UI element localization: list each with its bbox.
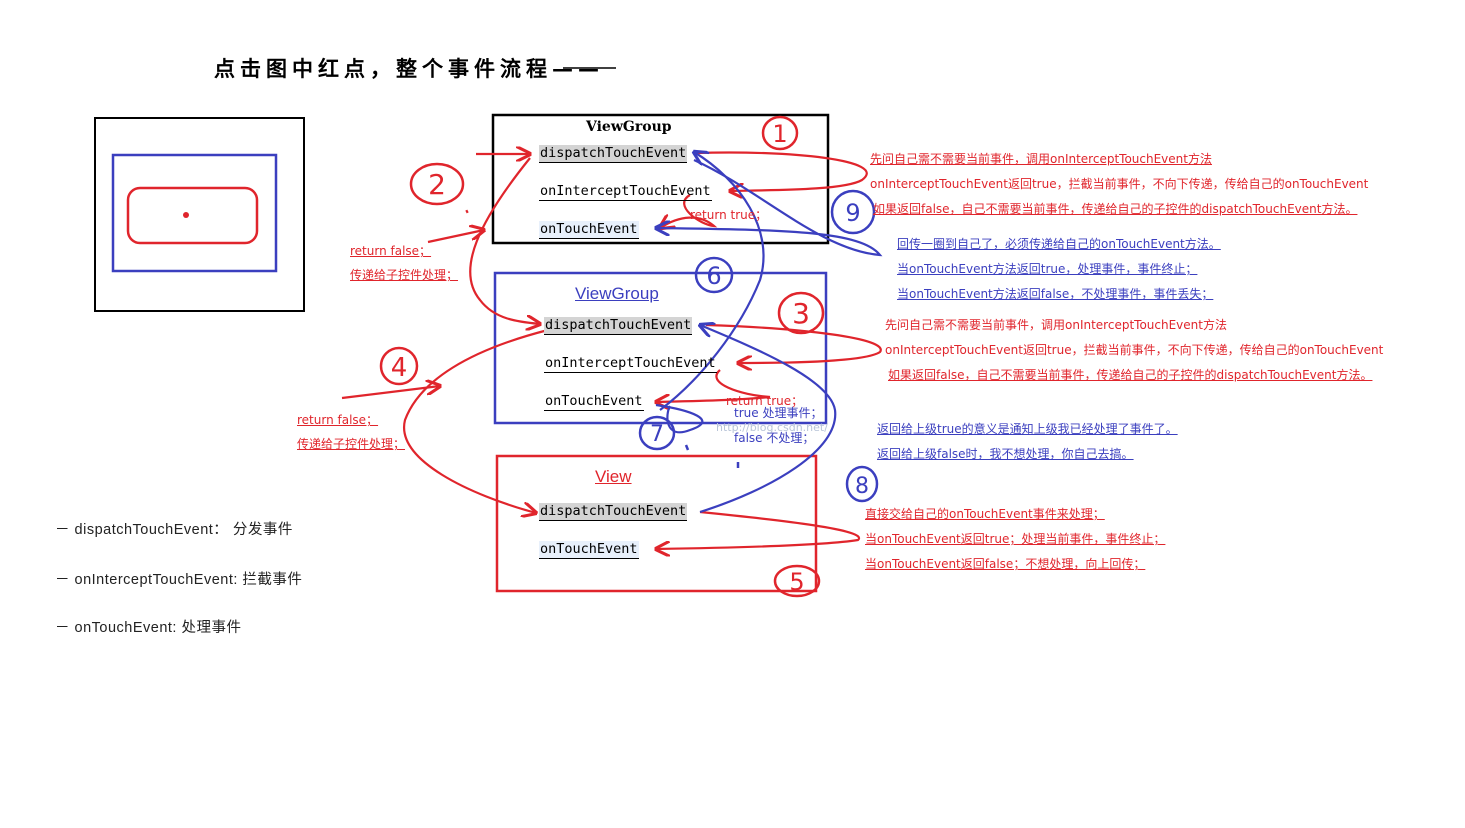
arrow-view-dispatch-to-ontouch: [656, 510, 861, 549]
step-9-circle: [830, 189, 876, 235]
view-title: View: [595, 467, 632, 486]
svg-text:4: 4: [391, 353, 408, 383]
outer-blue-note-3: 当onTouchEvent方法返回false，不处理事件，事件丢失；: [897, 287, 1214, 301]
step-6-circle: [694, 256, 734, 294]
inner-false-label: false 不处理；: [734, 431, 815, 445]
arrow-view-return-up: [700, 325, 837, 514]
arrow-outer-to-inner-dispatch: [469, 157, 540, 324]
svg-text:2: 2: [428, 168, 446, 201]
inner-on-touch-event: onTouchEvent: [544, 393, 644, 411]
step-4-circle: [379, 346, 419, 386]
arrow-to-outer-ontouch: [656, 158, 883, 257]
inner-red-note-1: 先问自己需不需要当前事件，调用onInterceptTouchEvent方法: [885, 318, 1227, 332]
svg-text:8: 8: [855, 474, 869, 499]
inner-dispatch-touch-event: dispatchTouchEvent: [544, 317, 693, 335]
arrow-inner-to-view-dispatch: [403, 328, 549, 513]
inner-viewgroup-title: ViewGroup: [575, 284, 659, 303]
view-on-touch-event: onTouchEvent: [539, 541, 639, 559]
svg-text:3: 3: [792, 297, 810, 330]
view-dispatch-touch-event: dispatchTouchEvent: [539, 503, 688, 521]
inner-true-label: true 处理事件；: [734, 406, 823, 420]
arrow-outer-dispatch-to-intercept: [695, 151, 868, 191]
arrow-outer-return-true: [660, 194, 718, 228]
page-title: 点击图中红点，整个事件流程——: [214, 56, 604, 81]
svg-text:7: 7: [650, 422, 664, 447]
outer-blue-note-2: 当onTouchEvent方法返回true，处理事件，事件终止；: [897, 262, 1198, 276]
arrow-upper-return-false: [427, 230, 484, 244]
arrow-lower-return-false: [341, 386, 440, 400]
screen-illustration: [94, 117, 305, 312]
inner-viewgroup-box: [493, 271, 828, 425]
inner-return-true-label: return true；: [726, 394, 804, 408]
step-5-circle: [773, 564, 821, 598]
arrow-inner-ontouch-return: [655, 403, 704, 434]
outer-red-note-1: 先问自己需不需要当前事件，调用onInterceptTouchEvent方法: [870, 152, 1212, 166]
touch-point-dot: [183, 212, 189, 218]
legend-intercept: － onInterceptTouchEvent: 拦截事件: [55, 572, 303, 588]
arrow-inner-return-true: [656, 369, 771, 402]
view-red-note-1: 直接交给自己的onTouchEvent事件来处理；: [865, 507, 1105, 521]
outer-on-touch-event: onTouchEvent: [539, 221, 639, 239]
outer-viewgroup-title: ViewGroup: [586, 119, 672, 135]
arrow-inner-dispatch-to-intercept: [705, 323, 882, 363]
outer-intercept-touch-event: onInterceptTouchEvent: [539, 183, 712, 201]
upper-pass-to-child-note: 传递给子控件处理；: [350, 268, 459, 282]
outer-return-true-label: return true；: [690, 208, 768, 222]
outer-dispatch-touch-event: dispatchTouchEvent: [539, 145, 688, 163]
watermark: http://blog.csdn.net/: [716, 421, 828, 434]
inner-red-note-3: 如果返回false，自己不需要当前事件，传递给自己的子控件的dispatchTo…: [888, 368, 1373, 382]
inner-blue-note-1: 返回给上级true的意义是通知上级我已经处理了事件了。: [877, 422, 1178, 436]
lower-pass-to-child-note: 传递给子控件处理；: [297, 437, 406, 451]
step-3-circle: [777, 291, 825, 335]
upper-return-false-note: return false；: [350, 244, 432, 258]
view-box: [495, 454, 818, 593]
outer-viewgroup-box: [491, 113, 830, 245]
arrow-inner-return-up: [659, 152, 765, 411]
svg-text:1: 1: [772, 120, 787, 148]
view-red-note-2: 当onTouchEvent返回true；处理当前事件，事件终止；: [865, 532, 1166, 546]
step-8-circle: [845, 465, 879, 503]
outer-red-note-2: onInterceptTouchEvent返回true，拦截当前事件，不向下传递…: [870, 177, 1369, 191]
inner-red-note-2: onInterceptTouchEvent返回true，拦截当前事件，不向下传递…: [885, 343, 1384, 357]
step-7-circle: [638, 415, 676, 451]
legend-ontouch: － onTouchEvent: 处理事件: [55, 620, 242, 636]
view-red-note-3: 当onTouchEvent返回false；不想处理，向上回传；: [865, 557, 1146, 571]
outer-red-note-3: 如果返回false，自己不需要当前事件，传递给自己的子控件的dispatchTo…: [873, 202, 1358, 216]
svg-text:9: 9: [845, 199, 860, 227]
outer-blue-note-1: 回传一圈到自己了，必须传递给自己的onTouchEvent方法。: [897, 237, 1221, 251]
inner-intercept-touch-event: onInterceptTouchEvent: [544, 355, 717, 373]
step-1-circle: [761, 115, 799, 151]
step-2-circle: [409, 162, 465, 206]
svg-text:5: 5: [789, 568, 804, 596]
inner-blue-note-2: 返回给上级false时，我不想处理，你自己去搞。: [877, 447, 1134, 461]
lower-return-false-note: return false；: [297, 413, 379, 427]
legend-dispatch: － dispatchTouchEvent： 分发事件: [55, 522, 293, 538]
svg-text:6: 6: [706, 262, 721, 290]
